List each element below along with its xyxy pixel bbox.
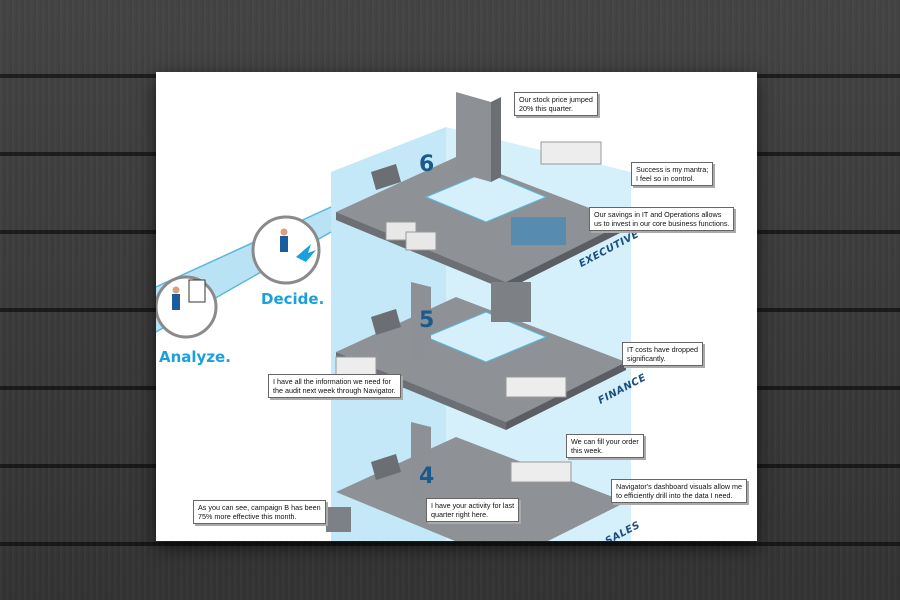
callout-activity: I have your activity for last quarter ri… <box>426 498 520 522</box>
callout-stock-price: Our stock price jumped 20% this quarter. <box>514 92 598 116</box>
floor-number-5: 5 <box>419 308 435 333</box>
desk-row-exec <box>540 141 602 165</box>
callout-campaign: As you can see, campaign B has been 75% … <box>193 500 326 524</box>
person-analyze-head <box>172 286 180 294</box>
callout-savings: Our savings in IT and Operations allows … <box>589 207 735 231</box>
person-decide-head <box>280 228 288 236</box>
staircase-4 <box>371 454 401 480</box>
decide-label: Decide. <box>261 290 325 308</box>
office-building-illustration <box>156 92 631 541</box>
person-analyze-body <box>172 294 180 310</box>
analyze-label: Analyze. <box>159 348 231 366</box>
person-decide-body <box>280 236 288 252</box>
elevator-shaft-6 <box>456 92 491 182</box>
conference-table <box>511 217 566 245</box>
floor-number-6: 6 <box>419 152 435 177</box>
floor-5-atrium <box>424 311 548 363</box>
floor-5-edge-left <box>336 352 506 430</box>
analyze-circle <box>156 275 218 339</box>
callout-mantra: Success is my mantra; I feel so in contr… <box>631 162 714 186</box>
callout-audit: I have all the information we need for t… <box>268 374 401 398</box>
elevator-shaft-6-side <box>491 97 501 182</box>
floor-4-slab <box>336 437 626 541</box>
elevator-shaft-5 <box>411 282 431 362</box>
floor-number-4: 4 <box>419 464 435 489</box>
sofa-2 <box>405 231 437 251</box>
staircase-5 <box>371 309 401 335</box>
illustration-poster: Analyze. Decide. 6 5 4 EXECUTIVE FINANCE… <box>156 72 757 541</box>
flipchart <box>188 279 206 303</box>
callout-dashboard: Navigator's dashboard visuals allow me t… <box>611 479 748 503</box>
floor-6-edge-left <box>336 212 506 290</box>
elevator-shaft-4 <box>411 422 431 502</box>
desk-row-finance <box>505 376 567 398</box>
desk-row-sales <box>510 461 572 483</box>
server-rack-sales <box>326 507 351 532</box>
floor-6-atrium <box>424 171 548 223</box>
floor-6-edge-right <box>506 222 626 290</box>
trend-arrow-icon <box>296 244 316 262</box>
staircase-6 <box>371 164 401 190</box>
server-racks <box>491 282 531 322</box>
callout-order: We can fill your order this week. <box>566 434 644 458</box>
callout-it-costs: IT costs have dropped significantly. <box>622 342 703 366</box>
